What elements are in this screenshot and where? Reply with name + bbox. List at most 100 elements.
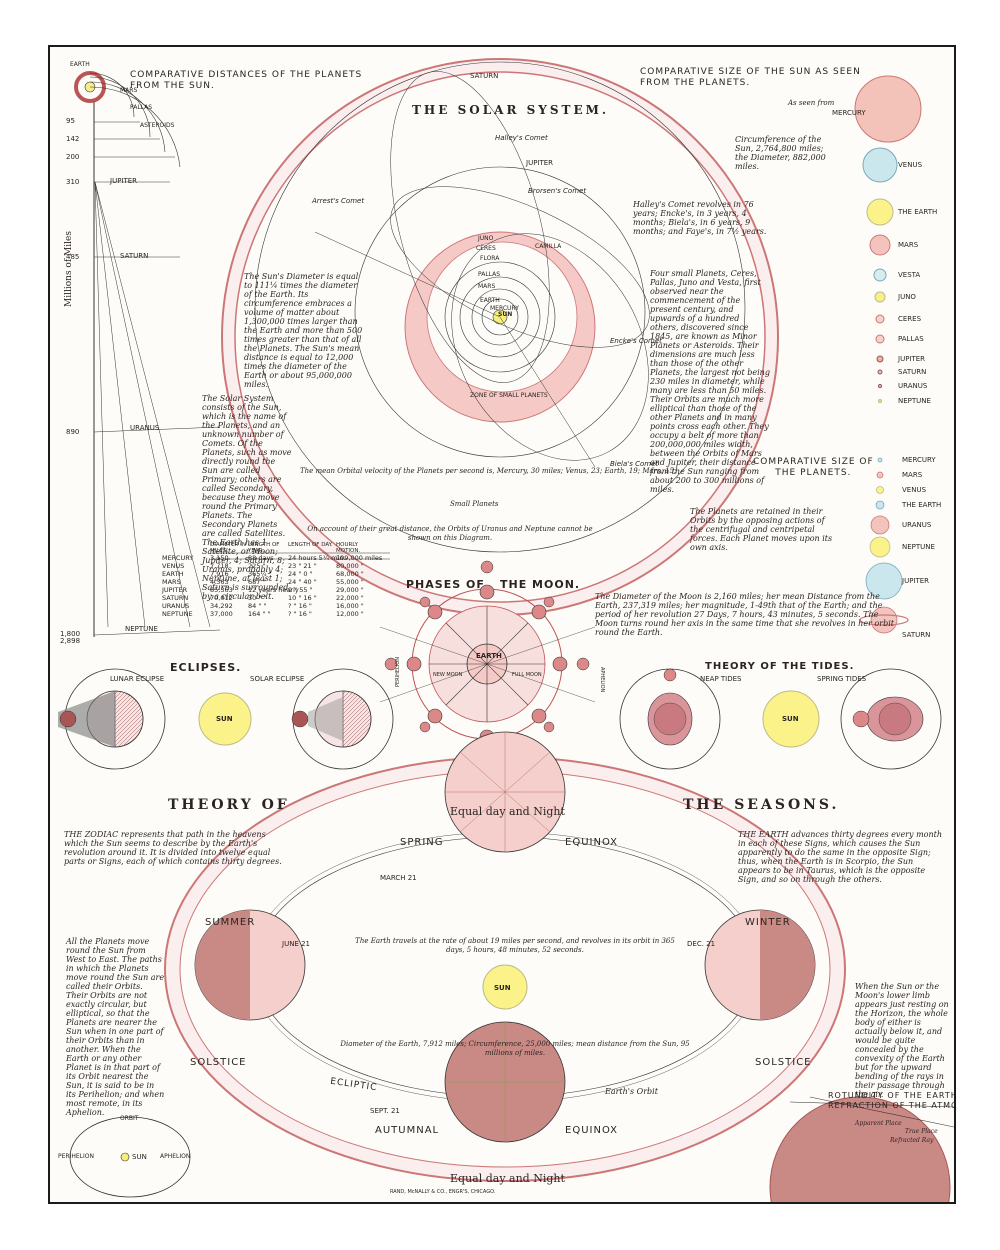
table-cell-day: ? " 16 ": [288, 610, 312, 618]
travel-note: The Earth travels at the rate of about 1…: [355, 937, 675, 954]
perihelion-label: PERIHELION: [395, 657, 401, 687]
table-cell-year: 84 " ": [248, 602, 267, 610]
table-cell-day: 24 " 0 ": [288, 570, 313, 578]
velocity-note: The mean Orbital velocity of the Planets…: [300, 467, 677, 475]
sun-size-column: [854, 75, 922, 403]
table-cell-day: 10 " 16 ": [288, 594, 317, 602]
ceres-label: CERES: [476, 245, 496, 252]
planet-size-column: [859, 457, 909, 634]
orbit-perihelion-label: PERIHELION: [58, 1153, 94, 1160]
table-cell-name: MARS: [162, 578, 181, 586]
table-header: HOURLY MOTION.: [336, 542, 361, 554]
true-place-label: True Place: [905, 1128, 938, 1135]
distance-planet: NEPTUNE: [125, 625, 158, 633]
march-label: MARCH 21: [380, 874, 417, 882]
table-cell-diameter: 3,150: [210, 554, 229, 562]
rotundity-title: ROTUNDITY OF THE EARTH AND REFRACTION OF…: [828, 1091, 956, 1110]
refraction-note: When the Sun or the Moon's lower limb ap…: [855, 982, 949, 1099]
distances-title: COMPARATIVE DISTANCES OF THE PLANETS FRO…: [130, 70, 363, 91]
june-label: JUNE 21: [282, 940, 310, 948]
omission-note: On account of their great distance, the …: [307, 525, 593, 542]
distances-axis-label: Millions of Miles: [64, 231, 74, 307]
table-cell-day: 23 " 21 ": [288, 562, 317, 570]
planet-size-title: COMPARATIVE SIZE OF THE PLANETS.: [753, 457, 874, 478]
jupiter-label: JUPITER: [526, 159, 554, 167]
tides-diagram: [619, 668, 942, 770]
mini-label: MARS: [120, 87, 138, 94]
sun-size-label: NEPTUNE: [898, 397, 931, 405]
imprint: RAND, McNALLY & CO., ENGR'S, CHICAGO.: [390, 1189, 496, 1195]
eclipse-sun-label: SUN: [216, 715, 233, 723]
mini-label: EARTH: [70, 61, 90, 68]
small-planets-zone-label: ZONE OF SMALL PLANETS: [470, 392, 548, 399]
sun-size-label: MERCURY: [832, 109, 866, 117]
solar-eclipse-label: SOLAR ECLIPSE: [250, 675, 305, 683]
table-cell-day: 9 " 55 ": [288, 586, 313, 594]
planet-size-label: JUPITER: [902, 577, 930, 585]
earth-orbit-label: Earth's Orbit: [605, 1087, 658, 1096]
zodiac-note: THE ZODIAC represents that path in the h…: [64, 830, 282, 866]
table-cell-year: 30 " ": [248, 594, 267, 602]
table-cell-diameter: 85,363: [210, 586, 233, 594]
table-cell-motion: 16,000 ": [336, 602, 364, 610]
equinox-top-label: EQUINOX: [565, 837, 619, 848]
table-cell-motion: 29,000 ": [336, 586, 364, 594]
table-cell-day: ? " 16 ": [288, 602, 312, 610]
planet-size-label: VENUS: [902, 486, 927, 494]
sun-size-label: PALLAS: [898, 335, 924, 343]
planet-table-lines: [212, 552, 390, 560]
summer-label: SUMMER: [205, 917, 256, 928]
winter-label: WINTER: [745, 917, 791, 928]
eclipses-diagram: [58, 668, 394, 770]
saturn-label: SATURN: [470, 72, 499, 80]
pallas-label: PALLAS: [478, 271, 501, 278]
table-cell-day: 24 hours 5¼ min.: [288, 554, 346, 562]
biela-comet-label: Biela's Comet: [610, 460, 659, 468]
table-cell-diameter: 70,012: [210, 594, 233, 602]
equal-day-top: Equal day and Night: [450, 805, 565, 818]
solstice-left-label: SOLSTICE: [190, 1057, 247, 1068]
table-cell-diameter: 7,916: [210, 570, 229, 578]
orbits-note: All the Planets move round the Sun from …: [66, 937, 165, 1117]
juno-label: JUNO: [478, 235, 494, 242]
seasons-diagram: [164, 731, 846, 1182]
earth-orbit-label: EARTH: [480, 297, 500, 304]
table-cell-motion: 12,000 ": [336, 610, 364, 618]
spring-label: SPRING: [400, 837, 444, 848]
solar-system-title: THE SOLAR SYSTEM.: [412, 103, 610, 117]
sun-size-label: URANUS: [898, 382, 928, 390]
sun-size-label: SATURN: [898, 368, 927, 376]
table-cell-year: 164 " ": [248, 610, 271, 618]
flora-label: FLORA: [480, 255, 500, 262]
table-cell-year: 225 ": [248, 562, 266, 570]
table-cell-motion: 22,000 ": [336, 594, 364, 602]
system-note: The Solar System consists of the Sun, wh…: [202, 394, 292, 601]
seasons-title-left: THEORY OF: [168, 797, 290, 813]
table-cell-diameter: 37,000: [210, 610, 233, 618]
refracted-ray-label: Refracted Ray: [890, 1137, 934, 1144]
table-cell-motion: 55,000 ": [336, 578, 364, 586]
distance-tick: 310: [66, 178, 80, 186]
lunar-eclipse-label: LUNAR ECLIPSE: [110, 675, 165, 683]
earth-advance-note: THE EARTH advances thirty degrees every …: [738, 830, 942, 884]
asteroid-note: Four small Planets, Ceres, Pallas, Juno …: [650, 269, 770, 494]
december-label: DEC. 21: [687, 940, 716, 948]
table-header: LENGTH OF YEAR.: [248, 542, 280, 554]
distance-tick: 95: [66, 117, 75, 125]
brorsen-comet-label: Brorsen's Comet: [528, 187, 587, 195]
eclipses-title: ECLIPSES.: [170, 661, 242, 674]
tides-sun-label: SUN: [782, 715, 799, 723]
distance-tick: 890: [66, 428, 80, 436]
spring-tides-label: SPRING TIDES: [817, 675, 867, 683]
table-cell-year: 12 years nearly: [248, 586, 299, 594]
table-cell-name: VENUS: [162, 562, 185, 570]
table-cell-motion: 109,000 miles: [336, 554, 383, 562]
sun-size-title: COMPARATIVE SIZE OF THE SUN AS SEEN FROM…: [640, 67, 861, 88]
table-cell-motion: 80,000 ": [336, 562, 364, 570]
diameter-note: Diameter of the Earth, 7,912 miles; Circ…: [340, 1040, 690, 1057]
orbit-label: ORBIT: [120, 1115, 139, 1122]
planet-size-label: NEPTUNE: [902, 543, 935, 551]
